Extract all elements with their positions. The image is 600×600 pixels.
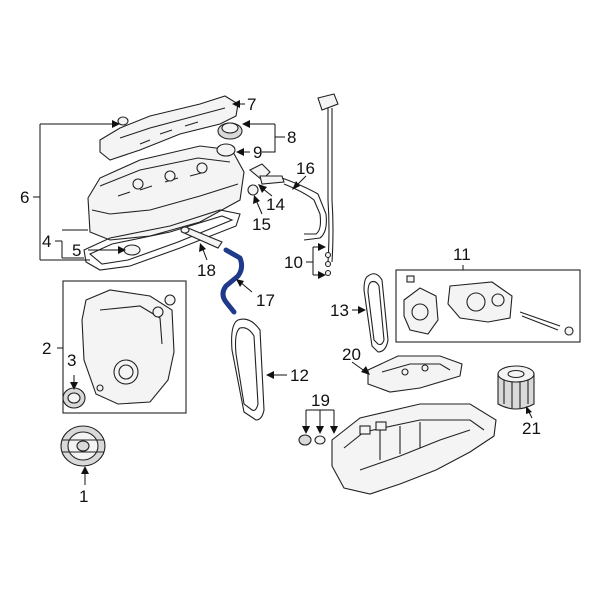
oil-filter[interactable] — [497, 365, 535, 410]
callout-5: 5 — [72, 241, 81, 260]
callout-1: 1 — [79, 487, 88, 506]
callout-21: 21 — [522, 419, 541, 438]
spark-plug-tube-seal[interactable] — [123, 244, 141, 256]
callout-3: 3 — [67, 351, 76, 370]
callout-12: 12 — [290, 366, 309, 385]
pcv-grommet[interactable] — [247, 184, 259, 196]
valve-cover-gasket[interactable] — [83, 209, 241, 271]
callout-20: 20 — [342, 345, 361, 364]
cap-seal[interactable] — [216, 143, 236, 157]
callout-19: 19 — [311, 391, 330, 410]
oil-pump-balancer-assembly[interactable] — [403, 275, 574, 336]
crankshaft-pulley[interactable] — [60, 425, 106, 467]
callout-9: 9 — [253, 143, 262, 162]
callout-16: 16 — [296, 159, 315, 178]
timing-chain-cover[interactable] — [81, 289, 176, 405]
oil-filler-cap[interactable] — [217, 122, 243, 140]
callout-4: 4 — [42, 232, 51, 251]
callout-11: 11 — [453, 245, 471, 264]
oil-pan-baffle[interactable] — [367, 355, 463, 393]
leader-lines — [33, 100, 533, 485]
timing-chain[interactable] — [231, 318, 265, 421]
oil-pan[interactable] — [331, 403, 497, 495]
callout-13: 13 — [330, 301, 349, 320]
pcv-valve[interactable] — [249, 163, 285, 185]
callout-6: 6 — [20, 188, 29, 207]
callout-8: 8 — [287, 128, 296, 147]
callout-18: 18 — [197, 261, 216, 280]
oil-pump-group-box — [395, 269, 581, 343]
dipstick-tube-clips[interactable] — [324, 251, 332, 277]
front-crankshaft-seal[interactable] — [62, 387, 86, 409]
timing-cover-group-box — [62, 280, 187, 414]
drain-plug-washer[interactable] — [314, 435, 326, 445]
ignition-coil-cover[interactable] — [99, 95, 239, 161]
breather-tube[interactable] — [180, 226, 223, 249]
callout-17: 17 — [256, 291, 275, 310]
pcv-breather-hose-highlighted[interactable] — [220, 247, 245, 315]
callout-15: 15 — [252, 215, 271, 234]
drain-plug[interactable] — [298, 434, 312, 446]
callout-14: 14 — [266, 195, 285, 214]
callout-7: 7 — [247, 95, 256, 114]
callout-2: 2 — [42, 339, 51, 358]
callout-10: 10 — [284, 253, 303, 272]
cover-bolt[interactable] — [117, 116, 129, 126]
oil-pump-chain[interactable] — [363, 273, 389, 353]
pcv-hose[interactable] — [281, 177, 327, 241]
valve-cover[interactable] — [87, 145, 245, 241]
